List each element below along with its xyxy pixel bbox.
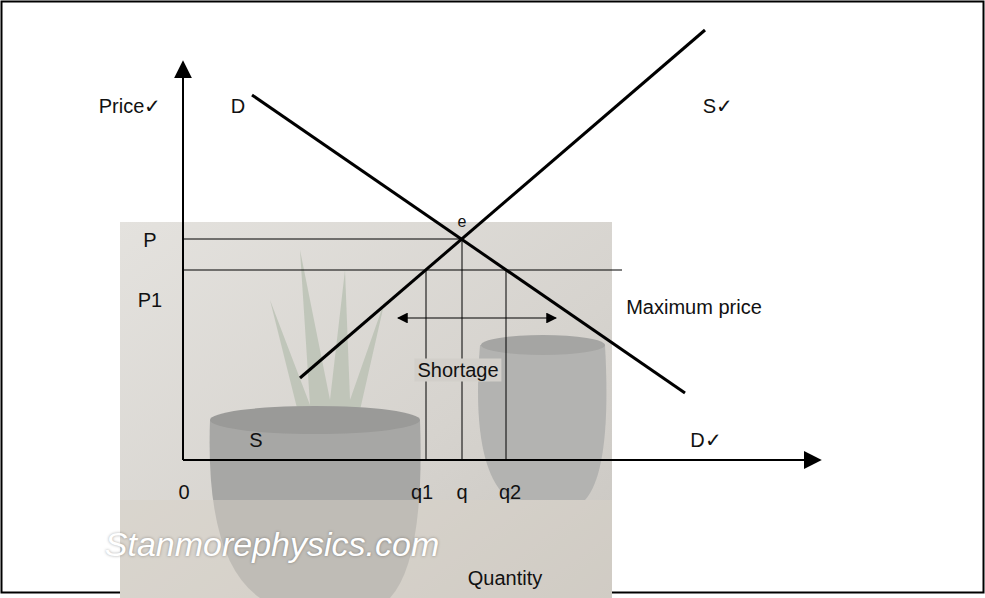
axis-label: Price✓ (99, 95, 162, 118)
price-label: P1 (138, 289, 162, 312)
curve-label: S✓ (703, 95, 733, 118)
price-axis (182, 62, 184, 460)
quantity-axis (183, 459, 820, 461)
curve-label: S (249, 429, 262, 452)
price-label: P (143, 229, 156, 252)
quantity-label: q (456, 481, 467, 504)
shortage-arrow (398, 317, 556, 318)
maximum-price-line (183, 269, 622, 270)
q2-line (506, 270, 507, 460)
graph (183, 30, 820, 460)
annotation: Shortage (414, 359, 501, 382)
axis-label: Quantity (468, 567, 542, 590)
quantity-label: q1 (411, 481, 433, 504)
annotation: Maximum price (626, 296, 762, 319)
axis-origin: 0 (178, 481, 189, 504)
curve-label: D (231, 95, 245, 118)
equilibrium-label: e (458, 213, 467, 231)
curve-label: D✓ (690, 429, 721, 452)
supply-curve (300, 30, 705, 378)
quantity-label: q2 (499, 481, 521, 504)
demand-curve (252, 95, 685, 393)
q-line (462, 239, 463, 460)
watermark: Stanmorephysics.com (105, 525, 439, 564)
equilibrium-price-line (183, 239, 462, 240)
